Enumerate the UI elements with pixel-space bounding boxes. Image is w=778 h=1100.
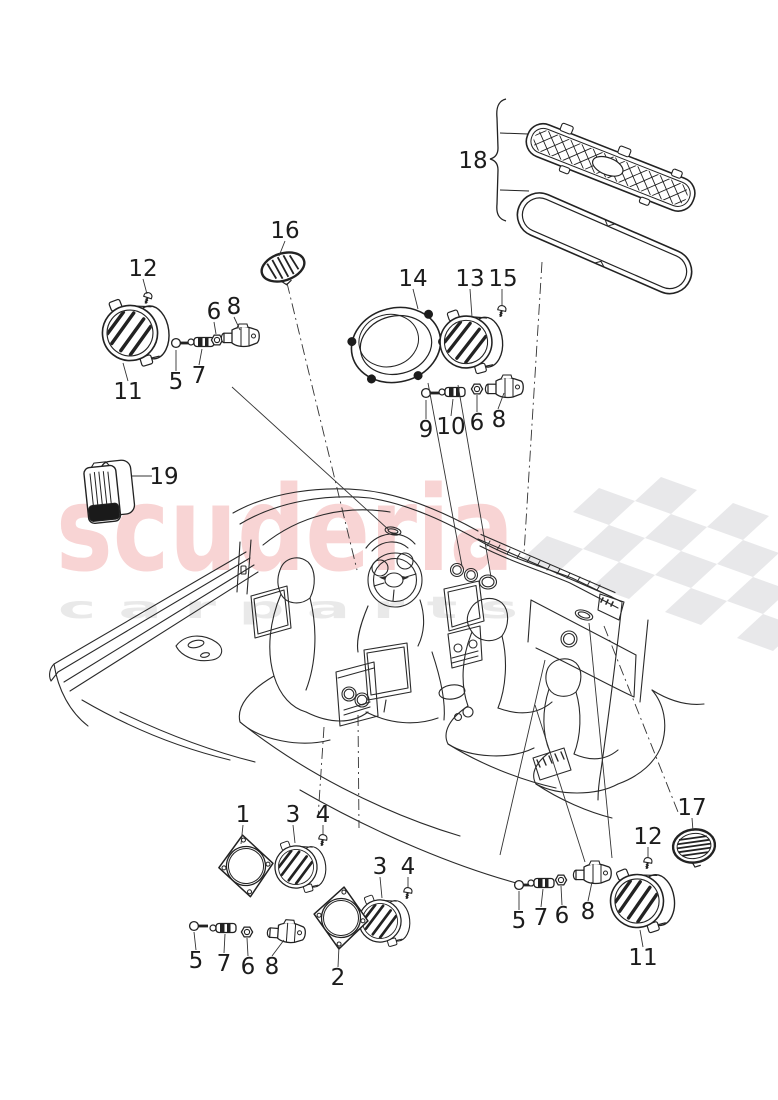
callout-label-12: 12: [128, 256, 157, 282]
callout-label-8: 8: [581, 899, 596, 925]
part-18-brace: [489, 98, 507, 222]
part-4-screw-b: [401, 885, 414, 901]
callout-label-17: 17: [677, 795, 706, 821]
part-6-nut: [554, 874, 568, 886]
exploded-parts: [83, 98, 717, 951]
part-7-sleeve: [209, 922, 237, 934]
part-8-actuator: [572, 860, 612, 885]
callout-label-19: 19: [149, 464, 178, 490]
leader-line: [231, 386, 390, 531]
callout-label-5: 5: [189, 948, 204, 974]
part-8-actuator: [266, 917, 307, 945]
callout-label-7: 7: [534, 905, 549, 931]
callout-label-6: 6: [470, 410, 485, 436]
leader-line: [499, 132, 530, 192]
callout-label-9: 9: [419, 417, 434, 443]
part-8-actuator: [220, 323, 260, 348]
leader-line: [357, 714, 360, 829]
part-7-sleeve: [187, 336, 215, 348]
callout-label-11: 11: [113, 379, 142, 405]
callout-label-18: 18: [458, 148, 487, 174]
callout-label-2: 2: [331, 965, 346, 991]
leader-line: [499, 659, 546, 856]
part-2-mounting-frame: [312, 885, 370, 951]
watermark: scuderia c a r p a r t s: [56, 460, 778, 651]
part-18-seal: [516, 192, 693, 295]
callout-label-8: 8: [227, 294, 242, 320]
callout-label-6: 6: [207, 299, 222, 325]
leader-lines: [122, 240, 694, 968]
car-interior-illustration: [49, 488, 705, 885]
callout-labels: 18 12 16 14 13 15 6 8 11 5 7 9 10 6 8 19…: [113, 148, 706, 991]
part-7-sleeve: [527, 877, 555, 889]
callout-label-13: 13: [455, 266, 484, 292]
part-1-mounting-frame: [213, 830, 279, 902]
callout-label-6: 6: [241, 954, 256, 980]
checkered-flag-watermark: [521, 477, 778, 651]
callout-label-5: 5: [512, 908, 527, 934]
callout-label-8: 8: [492, 407, 507, 433]
leader-line: [523, 261, 543, 555]
callout-label-3: 3: [373, 854, 388, 880]
leader-line: [603, 625, 679, 813]
callout-label-1: 1: [236, 802, 251, 828]
callout-label-15: 15: [488, 266, 517, 292]
part-12-screw-right: [641, 855, 654, 871]
callout-label-11: 11: [628, 945, 657, 971]
part-6-nut: [470, 383, 484, 395]
label-leader-lines: [122, 240, 694, 968]
part-15-screw: [495, 303, 508, 319]
part-5-bolt: [188, 920, 210, 932]
callout-label-4: 4: [401, 854, 416, 880]
callout-label-7: 7: [217, 951, 232, 977]
part-10-sleeve: [438, 386, 466, 398]
callout-label-5: 5: [169, 369, 184, 395]
part-11-air-vent-right: [606, 862, 678, 937]
leader-line: [588, 622, 613, 859]
part-11-air-vent-left: [98, 293, 172, 370]
callout-label-4: 4: [316, 802, 331, 828]
callout-label-12: 12: [633, 824, 662, 850]
part-8-actuator: [484, 374, 524, 399]
part-19-side-vent: [83, 459, 136, 525]
leader-line: [534, 704, 586, 863]
part-3-air-vent-a: [272, 837, 328, 895]
part-13-air-vent: [437, 306, 505, 377]
part-17-oval-grille: [671, 828, 717, 868]
callout-label-10: 10: [436, 414, 465, 440]
part-14-bezel: [347, 306, 448, 384]
leader-line: [286, 282, 358, 571]
leader-line: [457, 384, 492, 578]
leader-line: [317, 726, 325, 819]
callout-label-3: 3: [286, 802, 301, 828]
part-5-bolt: [170, 337, 192, 349]
callout-label-16: 16: [270, 218, 299, 244]
callout-label-14: 14: [398, 266, 427, 292]
part-4-screw-a: [316, 832, 329, 848]
leader-line: [427, 382, 463, 567]
part-16-oval-grille: [260, 251, 306, 286]
callout-label-8: 8: [265, 954, 280, 980]
callout-label-6: 6: [555, 903, 570, 929]
part-6-nut: [240, 926, 254, 938]
part-18-grille: [525, 122, 696, 212]
callout-label-7: 7: [192, 363, 207, 389]
